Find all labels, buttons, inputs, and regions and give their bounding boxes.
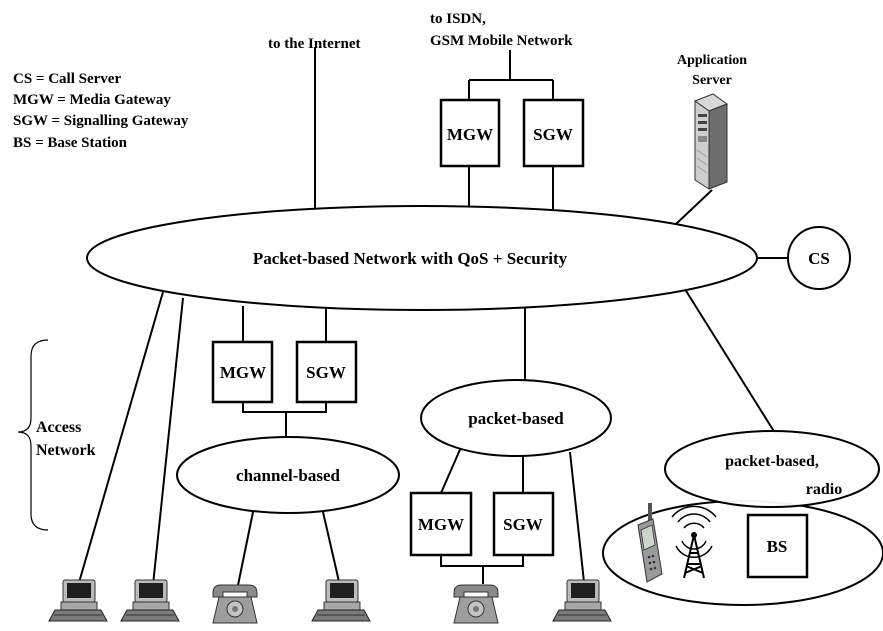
lower-mgw-box [409, 491, 473, 557]
lower-sgw-label: SGW [503, 515, 543, 534]
isdn-label-line2: GSM Mobile Network [430, 33, 573, 49]
computer-icon-4 [552, 579, 612, 622]
app-server-label-line2: Server [692, 73, 732, 88]
computer-icon-1 [48, 579, 108, 622]
mid-sgw-label: SGW [306, 363, 346, 382]
legend: CS = Call Server MGW = Media Gateway SGW… [13, 71, 189, 151]
app-server-link [675, 189, 713, 225]
pc3-link [322, 511, 341, 587]
mid-gateways-channel-link [242, 402, 327, 438]
access-network-label-line2: Network [36, 442, 96, 459]
top-mgw-label: MGW [447, 125, 493, 144]
computer-icon-3 [311, 579, 371, 622]
lower-sgw-box [492, 491, 555, 557]
legend-mgw: MGW = Media Gateway [13, 92, 171, 108]
packet-based-label: packet-based [468, 409, 564, 428]
computer-icon-2 [120, 579, 180, 622]
top-sgw-label: SGW [533, 125, 573, 144]
lower-gateways-phone-link [440, 555, 524, 584]
phone1-link [236, 511, 254, 591]
access-network-brace [17, 339, 49, 531]
pc4-link [569, 451, 585, 583]
radio-core-link [682, 285, 776, 434]
base-station-label: BS [767, 537, 788, 556]
pc1-core-link [77, 291, 164, 587]
internet-label: to the Internet [268, 36, 360, 52]
mid-mgw-box [211, 340, 274, 404]
legend-bs: BS = Base Station [13, 135, 128, 151]
packet-radio-ellipse [664, 430, 880, 508]
core-network-ellipse [86, 205, 758, 311]
legend-sgw: SGW = Signalling Gateway [13, 113, 189, 129]
channel-based-ellipse [176, 436, 400, 514]
legend-cs: CS = Call Server [13, 71, 121, 87]
telephone-icon-2 [453, 584, 499, 624]
isdn-label-line1: to ISDN, [430, 11, 486, 27]
packet-based-ellipse [420, 379, 612, 457]
channel-based-label: channel-based [236, 466, 340, 485]
core-network-label: Packet-based Network with QoS + Security [253, 249, 568, 268]
app-server-label-line1: Application [677, 53, 747, 68]
base-station-box [746, 513, 809, 579]
top-sgw-box [522, 98, 585, 168]
telephone-icon-1 [212, 584, 258, 624]
mid-sgw-box [295, 340, 358, 404]
isdn-trunk [468, 50, 554, 100]
packet-radio-label-line2: radio [806, 481, 842, 498]
call-server-label: CS [808, 249, 830, 268]
pc2-core-link [152, 297, 184, 586]
application-server-icon [693, 93, 729, 190]
call-server-circle [787, 226, 851, 290]
packet-mgw-link [440, 444, 463, 494]
packet-radio-label-line1: packet-based, [725, 453, 819, 470]
mid-mgw-label: MGW [220, 363, 266, 382]
access-network-label-line1: Access [36, 419, 81, 436]
lower-mgw-label: MGW [418, 515, 464, 534]
mobile-phone-icon [637, 503, 663, 583]
antenna-tower-icon [671, 505, 717, 579]
top-mgw-box [439, 98, 501, 168]
